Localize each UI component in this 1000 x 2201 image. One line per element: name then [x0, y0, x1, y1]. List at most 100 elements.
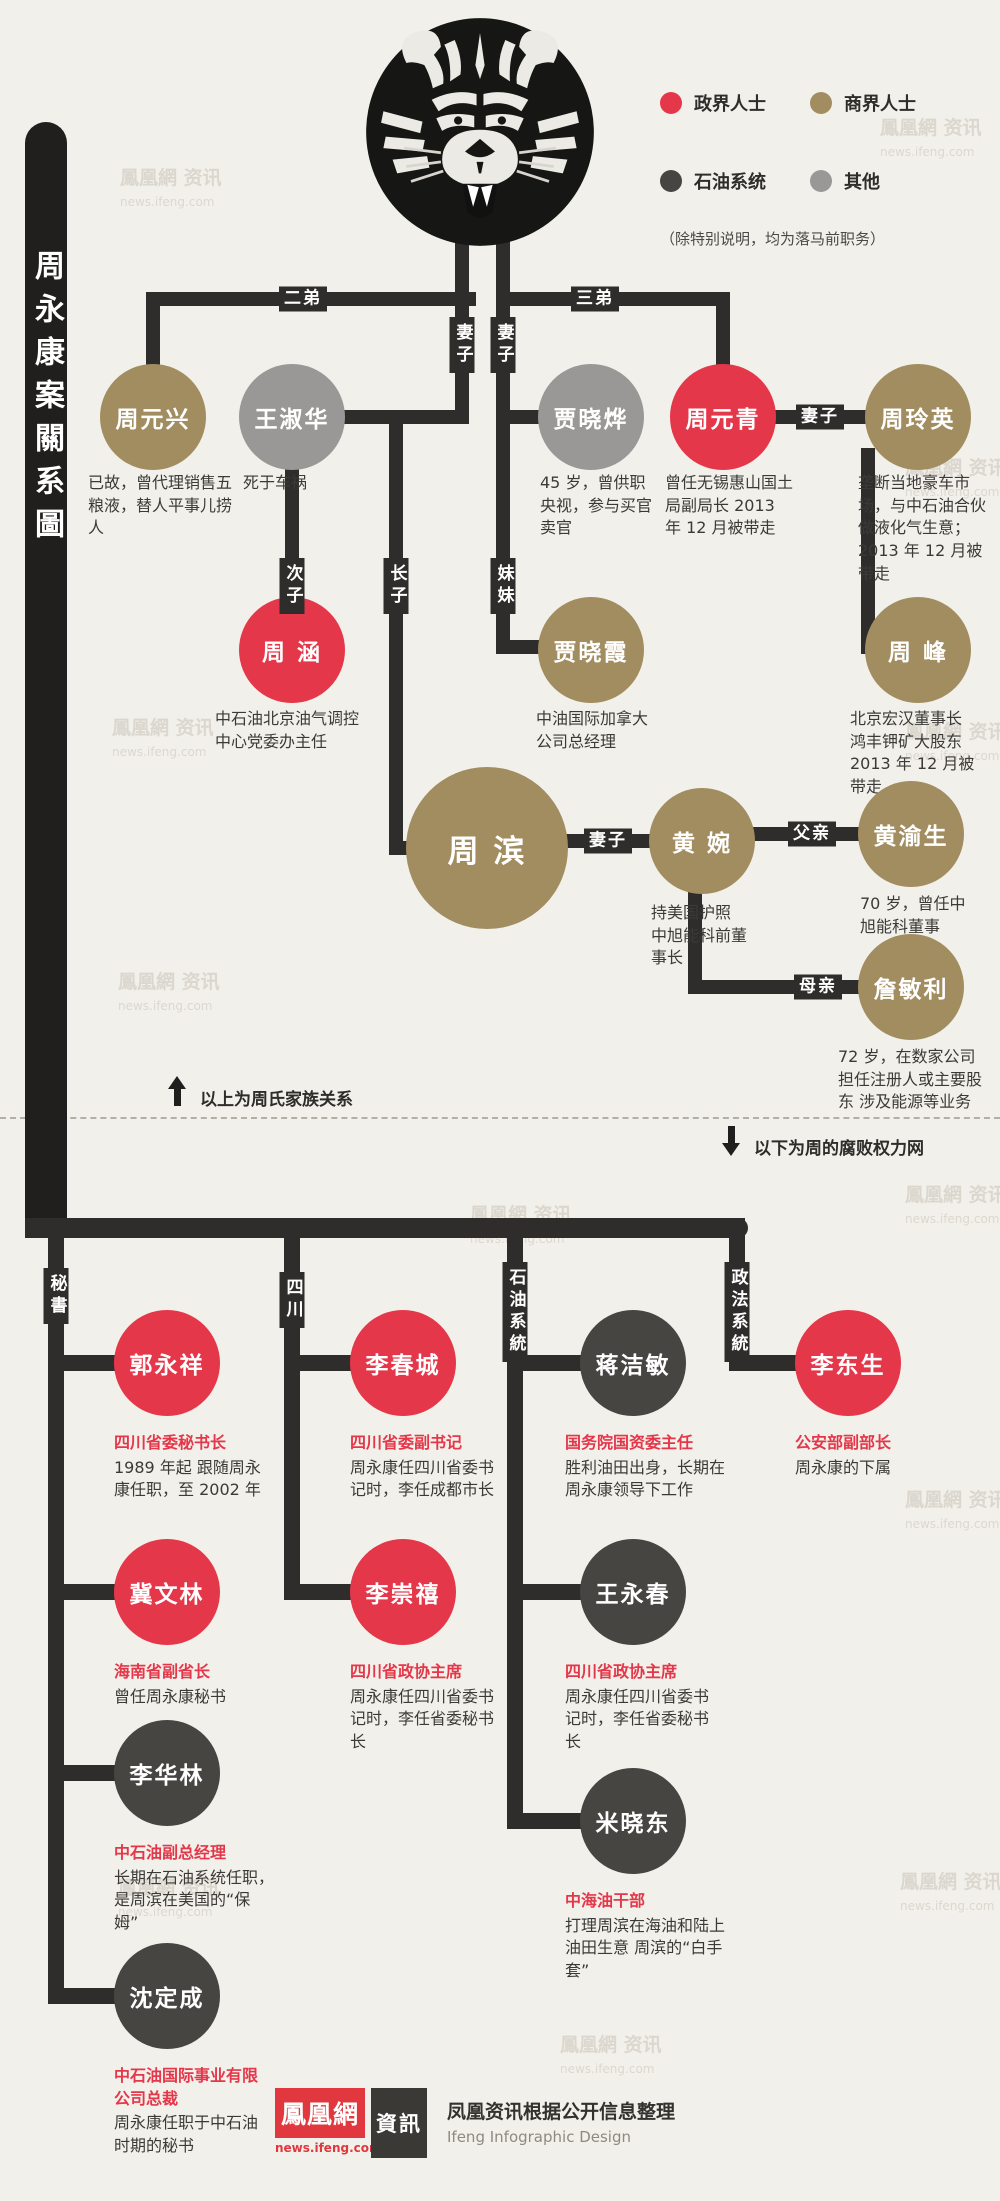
legend-item-oil: 石油系统: [660, 168, 810, 194]
person-bio: 胜利油田出身，长期在周永康领导下工作: [565, 1457, 726, 1500]
watermark-text: 鳳凰網 资讯: [118, 971, 220, 993]
connector-sichuan-elbow-1: [284, 1355, 354, 1371]
person-node-zhou-yuanqing: 周元青: [670, 364, 776, 470]
branch-label-secretary: 秘書: [43, 1268, 69, 1324]
branch-label-oil: 石油系統: [502, 1262, 528, 1362]
arrow-up-icon: [168, 1076, 186, 1106]
person-node-li-chuncheng: 李春城: [350, 1310, 456, 1416]
person-name: 黄渝生: [873, 824, 949, 850]
connector-lingying-feng-vertical: [861, 448, 875, 654]
person-desc-guo-yongxiang: 四川省委秘书长 1989 年起 跟随周永康任职，至 2002 年: [114, 1432, 264, 1502]
credit-text-en: Ifeng Infographic Design: [447, 2128, 631, 2146]
person-node-zhou-han: 周 涵: [239, 597, 345, 703]
divider-note-above: 以上为周氏家族关系: [200, 1090, 353, 1110]
connector-oil-elbow-3: [507, 1813, 582, 1829]
watermark-text: 鳳凰網 资讯: [905, 721, 1000, 743]
person-name: 李崇禧: [365, 1582, 441, 1608]
person-desc-huang-yusheng: 70 岁，曾任中旭能科董事: [860, 894, 966, 936]
person-desc-jiang-jiemin: 国务院国资委主任 胜利油田出身，长期在周永康领导下工作: [565, 1432, 725, 1502]
watermark-url: news.ifeng.com: [905, 1516, 1000, 1531]
edge-label-younger-sister: 妹妹: [490, 558, 516, 614]
connector-sichuan-elbow-2: [284, 1584, 354, 1600]
person-node-huang-yusheng: 黄渝生: [858, 781, 964, 887]
person-name: 贾晓霞: [553, 640, 629, 666]
edge-label-second-brother: 二弟: [279, 286, 327, 312]
person-title: 四川省委秘书长: [114, 1433, 227, 1452]
person-name: 王永春: [595, 1582, 671, 1608]
person-name: 周 涵: [261, 640, 322, 666]
oil-dot-icon: [660, 170, 682, 192]
legend: 政界人士 商界人士 石油系统 其他 （除特别说明，均为落马前职务）: [660, 90, 960, 249]
person-bio: 周永康任四川省委书记时，李任省委秘书长: [565, 1686, 710, 1752]
person-name: 周元青: [685, 407, 761, 433]
person-node-jia-xiaoxia: 贾晓霞: [538, 597, 644, 703]
person-bio: 打理周滨在海油和陆上油田生意 周滨的“白手套”: [565, 1915, 726, 1981]
legend-label-political: 政界人士: [694, 94, 766, 115]
edge-label-wife-right: 妻子: [490, 317, 516, 373]
person-desc-wang-shuhua: 死于车祸: [243, 473, 308, 492]
person-desc-zhou-yuanqing: 曾任无锡惠山国土局副局长 2013 年 12 月被带走: [665, 473, 794, 538]
person-title: 中石油国际事业有限公司总裁: [114, 2066, 259, 2108]
person-title: 国务院国资委主任: [565, 1433, 694, 1452]
person-desc-shen-dingcheng: 中石油国际事业有限公司总裁 周永康任职于中石油时期的秘书: [114, 2065, 264, 2158]
watermark-url: news.ifeng.com: [118, 998, 213, 1013]
person-desc-zhou-yuanxing: 已故，曾代理销售五粮液，替人平事儿捞人: [88, 473, 233, 538]
tiger-icon: [366, 18, 594, 246]
connector-wan-zhanminli-vertical: [688, 880, 702, 994]
person-node-li-dongsheng: 李东生: [795, 1310, 901, 1416]
political-dot-icon: [660, 92, 682, 114]
legend-note: （除特别说明，均为落马前职务）: [660, 230, 886, 248]
connector-zhou-yuanqing-drop: [716, 299, 730, 374]
divider-note-below: 以下为周的腐败权力网: [754, 1139, 924, 1159]
person-bio: 周永康任职于中石油时期的秘书: [114, 2113, 259, 2156]
person-node-ji-wenlin: 冀文林: [114, 1539, 220, 1645]
person-name: 李春城: [365, 1353, 441, 1379]
edge-label-third-brother: 三弟: [571, 286, 619, 312]
person-node-mi-xiaodong: 米晓东: [580, 1768, 686, 1874]
person-node-li-hualin: 李华林: [114, 1720, 220, 1826]
credit-text: 凤凰资讯根据公开信息整理: [447, 2101, 676, 2123]
person-node-zhou-bin: 周 滨: [406, 767, 568, 929]
person-bio: 周永康任四川省委书记时，李任省委秘书长: [350, 1686, 495, 1752]
person-title: 公安部副部长: [795, 1433, 892, 1452]
person-desc-ji-wenlin: 海南省副省长 曾任周永康秘书: [114, 1661, 264, 1708]
branch-label-sichuan: 四川: [279, 1272, 305, 1328]
person-desc-zhou-han: 中石油北京油气调控中心党委办主任: [215, 709, 360, 751]
watermark-url: news.ifeng.com: [905, 1211, 1000, 1226]
connector-trunk: [25, 1218, 748, 1238]
person-node-zhan-minli: 詹敏利: [858, 934, 964, 1040]
watermark-url: news.ifeng.com: [905, 484, 1000, 499]
arrow-down-icon: [722, 1126, 740, 1156]
person-node-zhou-feng: 周 峰: [865, 597, 971, 703]
person-title: 中海油干部: [565, 1891, 646, 1910]
person-name: 米晓东: [595, 1811, 671, 1837]
watermark-text: 鳳凰網 资讯: [905, 1489, 1000, 1511]
person-desc-li-chongxi: 四川省政协主席 周永康任四川省委书记时，李任省委秘书长: [350, 1661, 500, 1754]
person-name: 周元兴: [115, 407, 191, 433]
edge-label-wife-yuanqing: 妻子: [796, 404, 844, 430]
watermark-url: news.ifeng.com: [118, 1904, 213, 1919]
business-dot-icon: [810, 92, 832, 114]
person-desc-li-dongsheng: 公安部副部长 周永康的下属: [795, 1432, 945, 1479]
branch-label-law: 政法系統: [724, 1262, 750, 1362]
person-bio: 长期在石油系统任职，是周滨在美国的“保姆”: [114, 1867, 275, 1933]
connector-oil-elbow-2: [507, 1584, 582, 1600]
connector-secretary-elbow-1: [48, 1355, 118, 1371]
edge-label-wife-left: 妻子: [449, 317, 475, 373]
person-node-huang-wan: 黄 婉: [649, 788, 755, 894]
person-node-li-chongxi: 李崇禧: [350, 1539, 456, 1645]
connector-secretary-elbow-4: [48, 1988, 118, 2004]
edge-label-wife-zhoubin: 妻子: [584, 828, 632, 854]
person-desc-jia-xiaoye: 45 岁，曾供职央视，参与买官卖官: [540, 473, 653, 538]
person-name: 郭永祥: [129, 1353, 205, 1379]
person-bio: 周永康任四川省委书记时，李任成都市长: [350, 1457, 495, 1500]
person-desc-zhou-lingying: 垄断当地豪车市场，与中石油合伙做液化气生意；2013 年 12 月被带走: [858, 473, 987, 583]
person-name: 冀文林: [129, 1582, 205, 1608]
watermark-url: news.ifeng.com: [112, 744, 207, 759]
watermark-text: 鳳凰網 资讯: [880, 117, 982, 139]
